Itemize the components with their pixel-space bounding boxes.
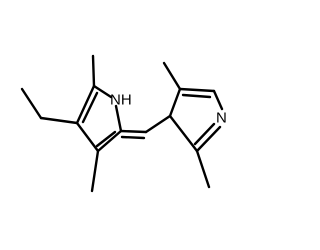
bond-c2p-methyl [195, 149, 211, 189]
bond-c4-c5 [75, 84, 96, 125]
bond-c3-methyl [90, 149, 100, 193]
bond-c5-methyl [91, 54, 96, 88]
n-atom-label: N [216, 110, 227, 127]
bond-n1p-c2p-inner [193, 122, 216, 146]
bond-c4p-c5p-inner [181, 93, 212, 99]
bond-c3p-c4p [168, 87, 182, 118]
bond-c3-c4 [75, 121, 100, 153]
bond-c5p-n1p [212, 89, 224, 111]
bond-c2-c3 [96, 129, 123, 153]
right-ring-substituents [162, 61, 211, 189]
bond-c2-ch-inner [120, 135, 146, 140]
bond-n1p-c2p [195, 125, 222, 153]
bond-c4p-c5p [178, 87, 216, 93]
molecule-structure: NH N [20, 54, 227, 193]
methine-bridge [119, 114, 172, 140]
bond-c4p-methyl [162, 61, 182, 91]
bond-c4-ethyl-ch2 [39, 116, 79, 125]
nh-atom-label: NH [110, 92, 132, 109]
pyrrole-ring-right [168, 87, 224, 153]
bond-ch-c3prime [144, 114, 172, 134]
bond-c2-ch [119, 129, 148, 134]
bond-n1-c2 [114, 104, 123, 133]
pyrrole-ring-left [75, 84, 123, 153]
left-ring-substituents [20, 54, 100, 193]
bond-c2p-c3p [168, 114, 199, 153]
bond-c5-n1 [92, 84, 113, 99]
bond-ethyl-ch2-ch3 [20, 87, 43, 120]
bond-c4-c5-inner [81, 91, 99, 124]
bond-c2-c3-inner [95, 130, 117, 148]
